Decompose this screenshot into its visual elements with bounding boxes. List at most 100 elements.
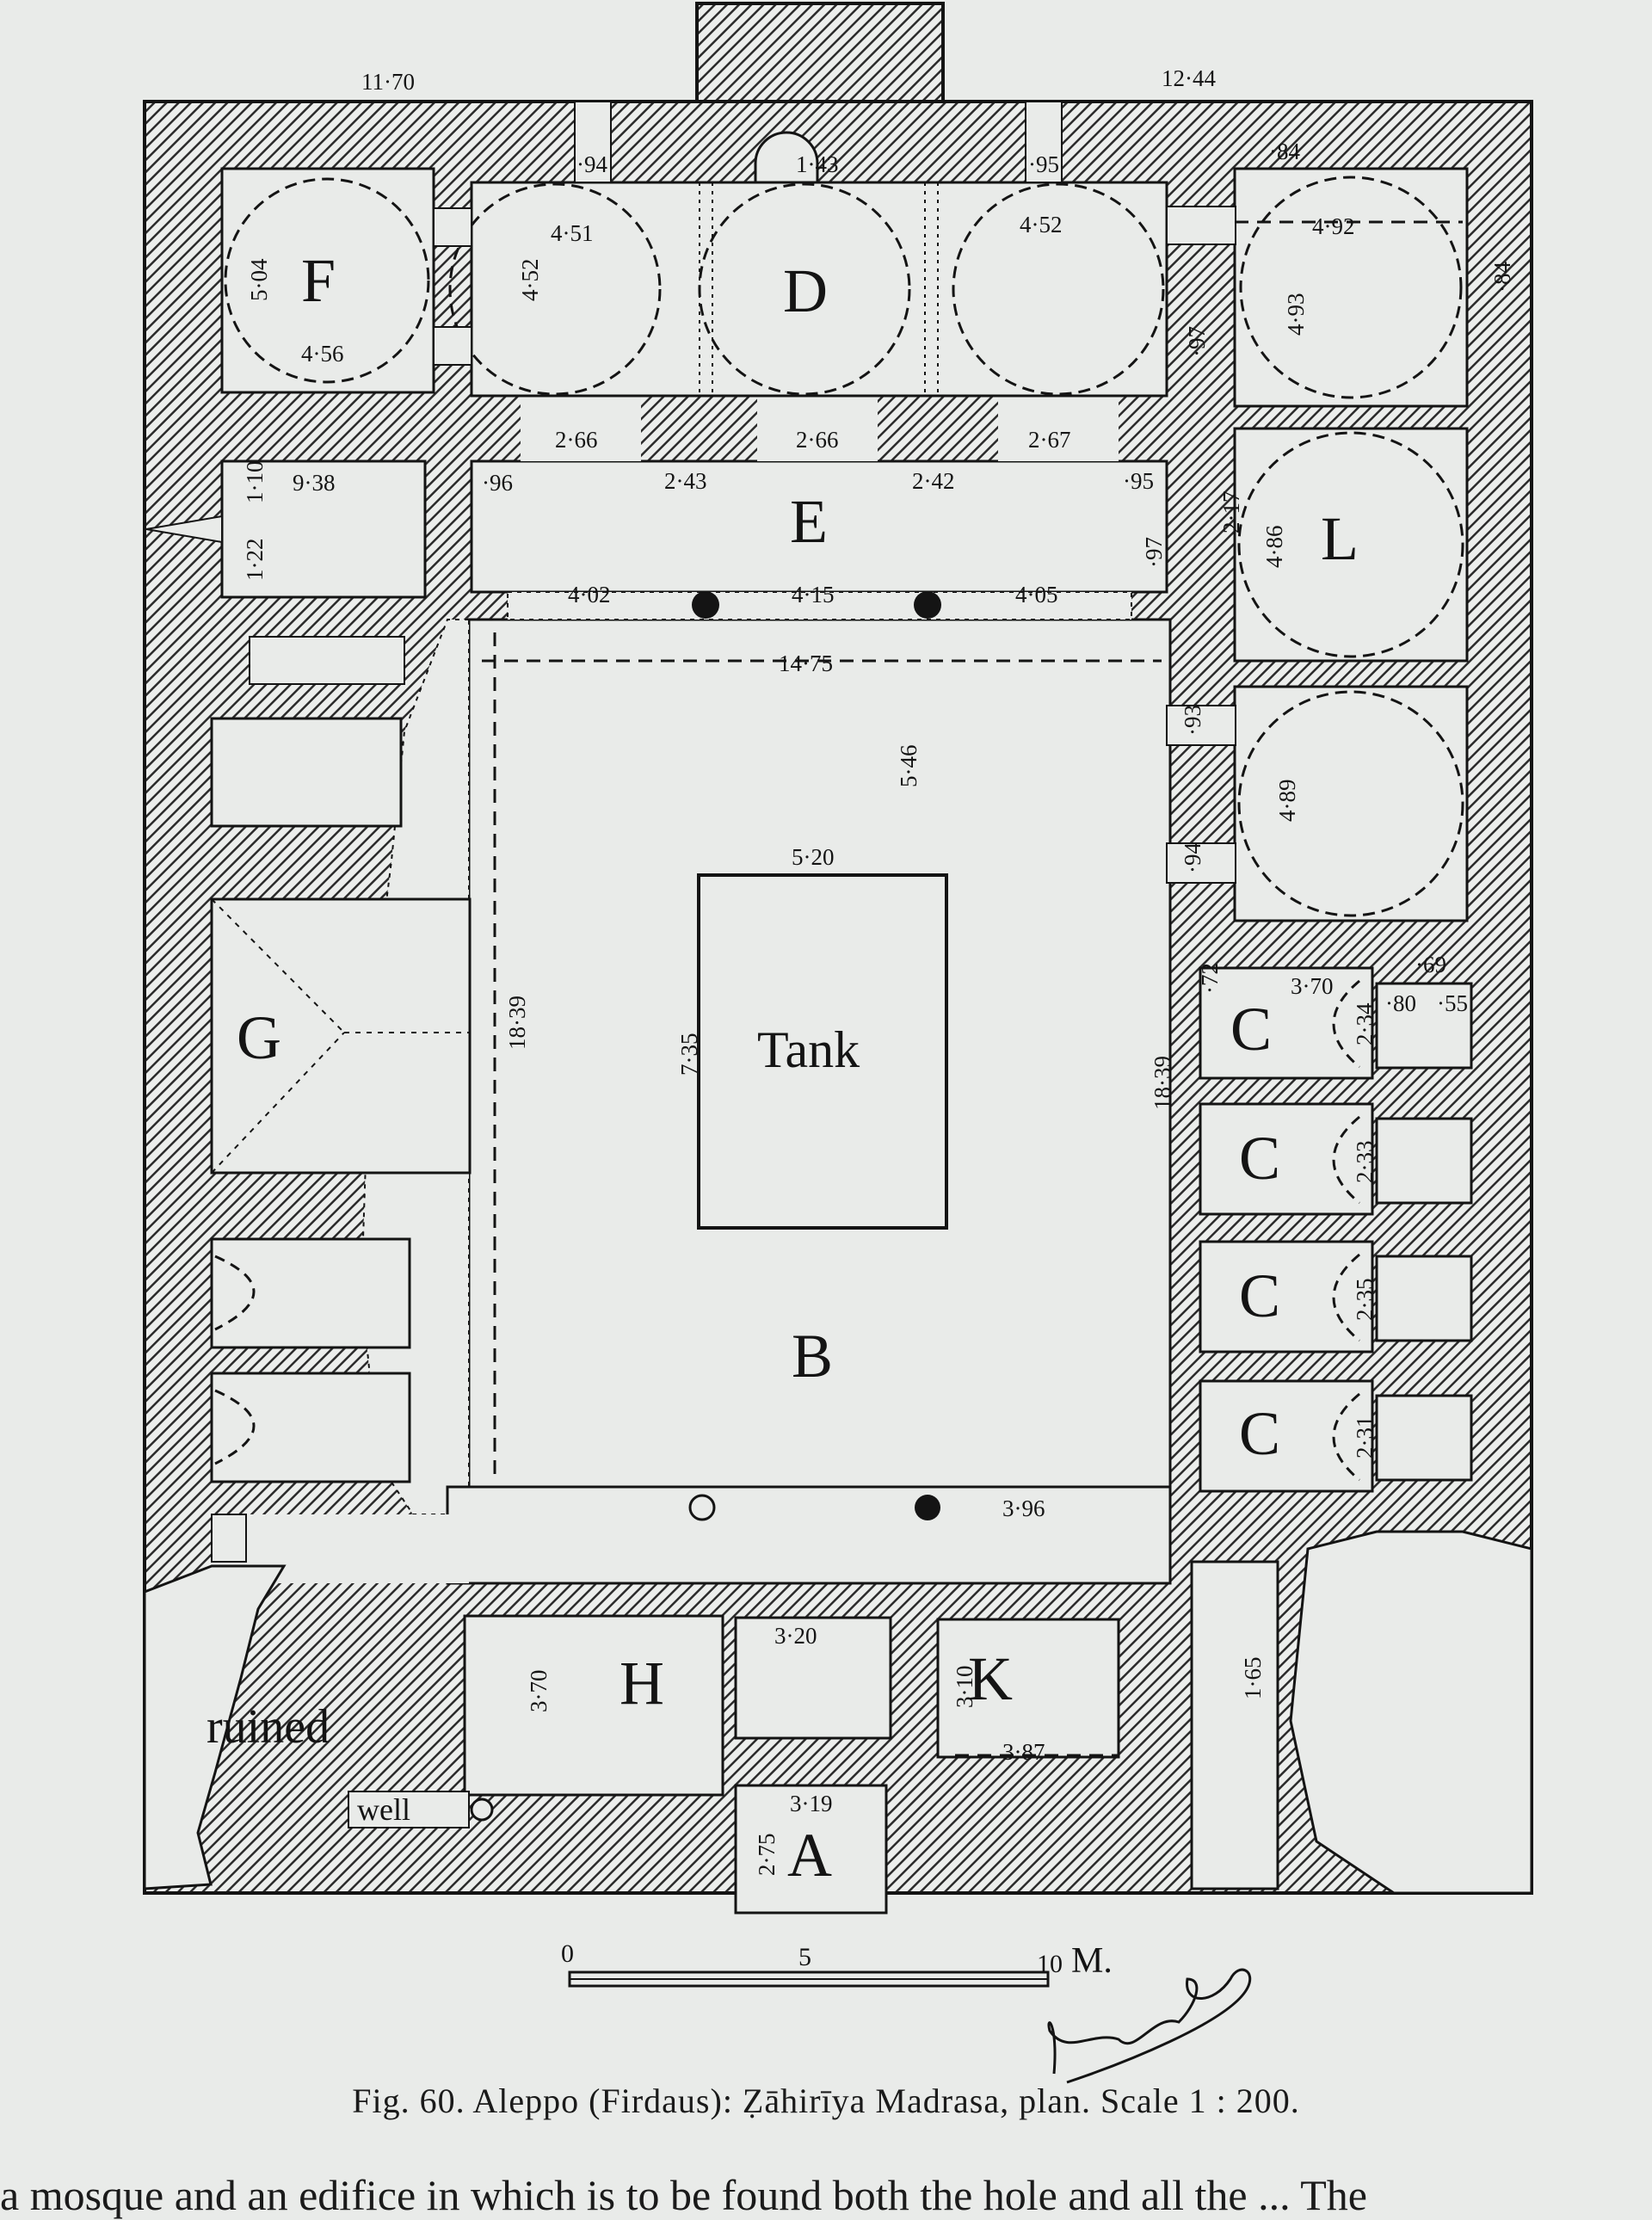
dim-label: 4·52 [1020, 212, 1063, 237]
room-label-c: C [1239, 1399, 1280, 1468]
column [915, 1495, 940, 1520]
window [1166, 705, 1236, 746]
dim-label: 2·66 [796, 427, 839, 453]
dome-outline [1237, 690, 1464, 917]
pier [692, 591, 719, 619]
cell-c [1199, 1240, 1374, 1354]
dim-label: ·55 [1437, 990, 1468, 1016]
cell-c [1199, 1379, 1374, 1493]
dim-label: 4·15 [792, 582, 835, 607]
ruined-label: ruined [206, 1700, 330, 1754]
room-l [1233, 427, 1469, 663]
bay [521, 396, 641, 461]
dim-label: ·97 [1141, 537, 1167, 568]
mihrab-projection [695, 2, 945, 103]
ruined-area [143, 1564, 287, 1890]
body-text-fragment: a mosque and an edifice in which is to b… [0, 2171, 1367, 2219]
cell-c-annex [1375, 1255, 1473, 1342]
dim-label: ·95 [1123, 468, 1154, 494]
dome-outline [1237, 431, 1464, 658]
cell-c-annex [1375, 982, 1473, 1070]
room-label-e: E [790, 487, 828, 556]
dim-label: 3·20 [774, 1623, 817, 1649]
dim-label: 11·70 [361, 69, 415, 95]
bay [998, 396, 1119, 461]
dim-label: 1·22 [242, 539, 268, 582]
dim-label: 4·51 [551, 220, 594, 246]
dim-label: 2·42 [912, 468, 955, 494]
dim-label: 1·10 [242, 461, 268, 504]
scale-tick-0: 0 [561, 1939, 574, 1968]
dim-label: 3·70 [1291, 973, 1334, 999]
dome-outline [224, 177, 430, 384]
room-label-f: F [301, 246, 336, 315]
east-room-se [1233, 685, 1469, 922]
room-label-k: K [968, 1644, 1013, 1713]
dome-outline [952, 182, 1165, 396]
dim-label: ·94 [1180, 842, 1205, 873]
room-label-l: L [1321, 504, 1359, 573]
dim-label: 18·39 [1150, 1056, 1175, 1110]
dim-label: 3·70 [526, 1670, 552, 1713]
east-passage [1190, 1560, 1279, 1890]
dim-label: 2·66 [555, 427, 598, 453]
scale-unit: M. [1071, 1941, 1113, 1981]
prayer-hall-d [470, 181, 1168, 398]
dim-label: 4·02 [568, 582, 611, 607]
cell-c [1199, 966, 1374, 1080]
cell-arch [1332, 979, 1360, 1069]
room-label-c: C [1239, 1124, 1280, 1193]
tank-label: Tank [757, 1021, 860, 1078]
room-label-c: C [1239, 1261, 1280, 1330]
window [1166, 206, 1236, 245]
dim-label: 5·46 [896, 745, 922, 788]
well [470, 1798, 494, 1822]
cell-c [1199, 1102, 1374, 1216]
dim-label: ·80 [1385, 990, 1416, 1016]
dim-label: ·95 [1028, 151, 1059, 177]
vault-line [211, 1032, 345, 1174]
well-room [348, 1791, 470, 1828]
pier [914, 591, 941, 619]
dim-label: 3·19 [790, 1791, 833, 1816]
scale-bar: 0 5 10 M. [561, 1939, 1113, 1988]
dim-label: 3·87 [1002, 1739, 1045, 1765]
dim-label: ·69 [1415, 952, 1446, 977]
west-alcove [210, 1372, 411, 1483]
dim-label: ·97 [1184, 326, 1210, 357]
alcove-arch [214, 1389, 256, 1465]
dim-label: 1·65 [1240, 1657, 1266, 1700]
window [1025, 101, 1063, 183]
dim-label: ·94 [576, 151, 607, 177]
bay [757, 396, 878, 461]
east-room-ne [1233, 167, 1469, 408]
dim-label: 2·17 [1218, 491, 1244, 534]
window [433, 207, 472, 247]
cell-c-annex [1375, 1394, 1473, 1482]
dim-label: 4·92 [1312, 213, 1355, 239]
dim-label: ·93 [1180, 705, 1205, 736]
room-label-c: C [1230, 995, 1272, 1064]
room-k [936, 1618, 1120, 1759]
cell-c-annex [1375, 1117, 1473, 1205]
dim-label: 4·56 [301, 341, 344, 367]
window [433, 326, 472, 366]
portico-e-bay [507, 591, 1132, 620]
dim-label: 1·43 [796, 151, 839, 177]
dim-label: 14·75 [779, 651, 833, 676]
cell-arch [1332, 1253, 1360, 1342]
room-label-b: B [792, 1322, 833, 1391]
dim-label: ·96 [482, 470, 513, 496]
column [688, 1494, 716, 1521]
dim-label: 2·31 [1352, 1416, 1378, 1459]
dim-label: 2·43 [664, 468, 707, 494]
room-label-a: A [787, 1821, 832, 1890]
dome-outline [448, 182, 662, 396]
dim-label: ·84 [1269, 139, 1300, 164]
dim-label: 2·35 [1352, 1279, 1378, 1322]
cell-arch [1332, 1115, 1360, 1205]
cell-arch [1332, 1392, 1360, 1482]
dim-label: 9·38 [293, 470, 336, 496]
window [1166, 842, 1236, 884]
alcove-arch [214, 1255, 256, 1331]
